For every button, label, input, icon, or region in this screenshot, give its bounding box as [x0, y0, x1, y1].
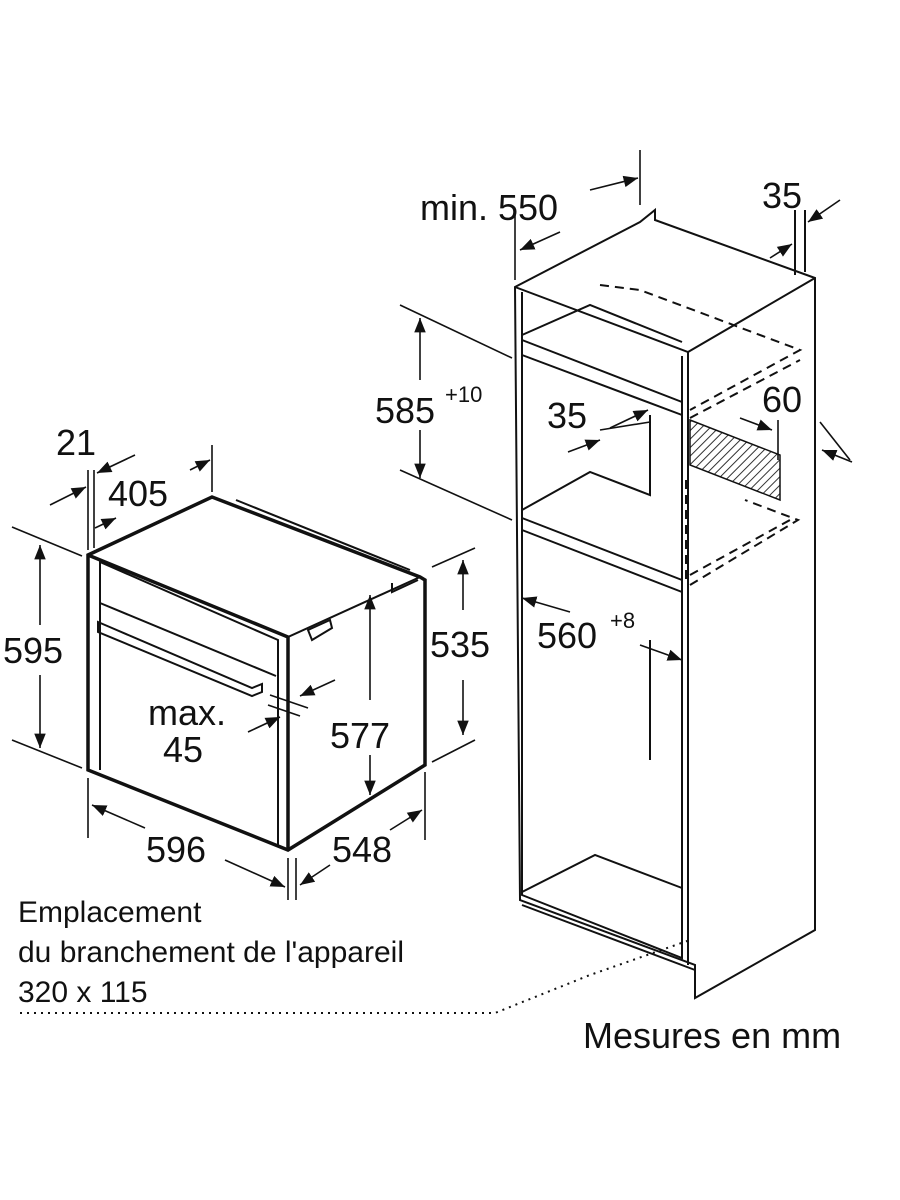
connection-note-line1: Emplacement [18, 896, 202, 929]
dim-560-tolerance: +8 [610, 608, 635, 633]
dim-585: 585 [375, 390, 435, 431]
connection-note-line2: du branchement de l'appareil [18, 936, 404, 969]
connection-note-line3: 320 x 115 [18, 976, 148, 1009]
dim-21: 21 [56, 422, 96, 463]
cabinet-dimensions [399, 150, 853, 661]
units-note: Mesures en mm [583, 1015, 841, 1056]
dim-577: 577 [330, 715, 390, 756]
dim-595: 595 [3, 630, 63, 671]
dim-60: 60 [762, 379, 802, 420]
oven-dimensions [11, 445, 476, 900]
dim-405: 405 [108, 473, 168, 514]
dim-max-label: max. [148, 692, 226, 733]
dim-596: 596 [146, 829, 206, 870]
dim-35-vent: 35 [547, 395, 587, 436]
dim-535: 535 [430, 624, 490, 665]
dim-max-45: 45 [163, 729, 203, 770]
dim-585-tolerance: +10 [445, 382, 482, 407]
cabinet-drawing [513, 207, 816, 1000]
dim-min-550: min. 550 [420, 187, 558, 228]
dim-560: 560 [537, 615, 597, 656]
dim-35-rear: 35 [762, 175, 802, 216]
oven-drawing [86, 495, 427, 852]
connection-leader-line [20, 939, 691, 1014]
dim-548: 548 [332, 829, 392, 870]
